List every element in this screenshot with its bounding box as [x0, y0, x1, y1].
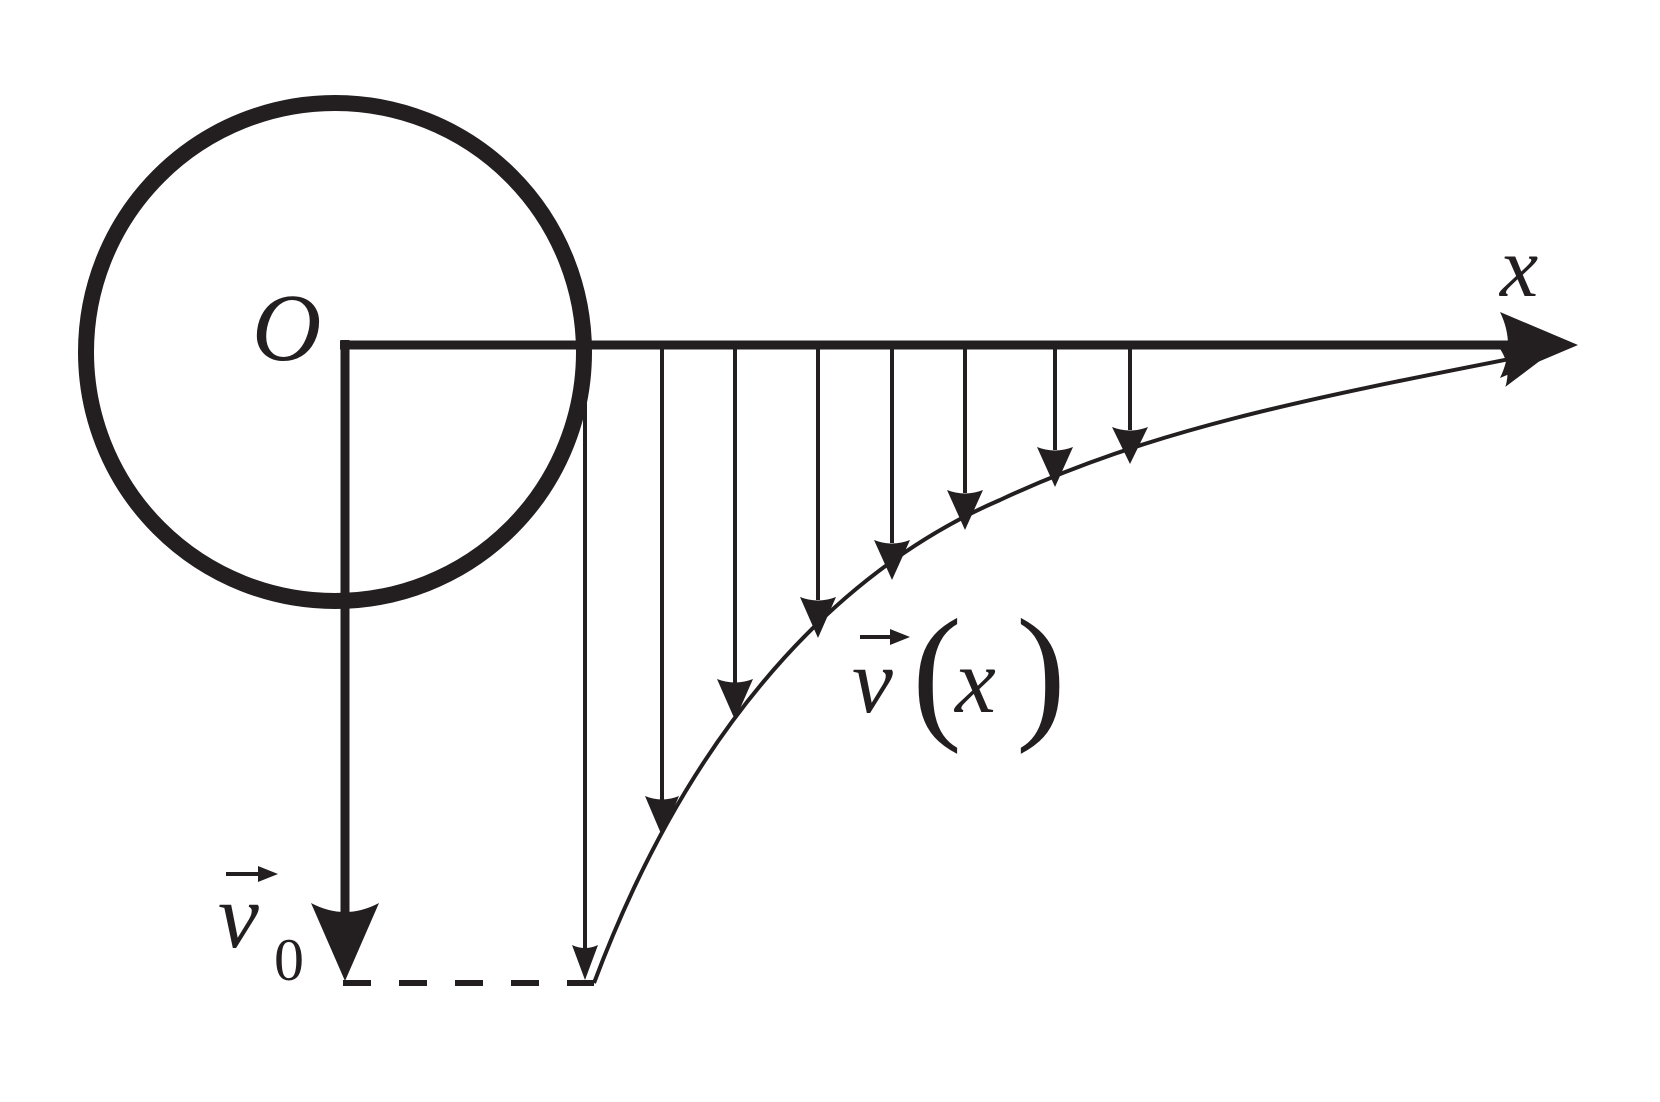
v0-vector-arrowhead — [311, 903, 379, 981]
circle — [78, 95, 592, 609]
velocity-vector-1-head — [572, 945, 598, 980]
origin-label: O — [252, 274, 321, 381]
x-axis-label: x — [1498, 219, 1538, 315]
v0-overarrow-head — [258, 866, 278, 882]
v0-label-symbol: v — [218, 865, 259, 967]
velocity-profile-curve-arrowhead — [1496, 343, 1545, 387]
velocity-vector-4-head — [800, 597, 836, 638]
vx-overarrow-head — [890, 629, 910, 645]
velocity-vector-8-head — [1112, 427, 1148, 464]
vx-label-symbol: v — [852, 630, 893, 732]
velocity-vector-5-head — [874, 540, 910, 580]
velocity-vector-2-head — [645, 796, 679, 836]
velocity-vector-6-head — [947, 490, 983, 530]
velocity-vectors — [572, 345, 1148, 980]
v0-label-subscript: 0 — [274, 927, 304, 993]
vx-label-open-paren: ( — [912, 589, 962, 755]
vx-label-close-paren: ) — [1016, 589, 1066, 755]
vx-label-argument: x — [953, 630, 996, 732]
velocity-vector-7-head — [1037, 447, 1073, 487]
velocity-vector-3-head — [717, 679, 753, 720]
velocity-profile-curve — [592, 353, 1531, 984]
